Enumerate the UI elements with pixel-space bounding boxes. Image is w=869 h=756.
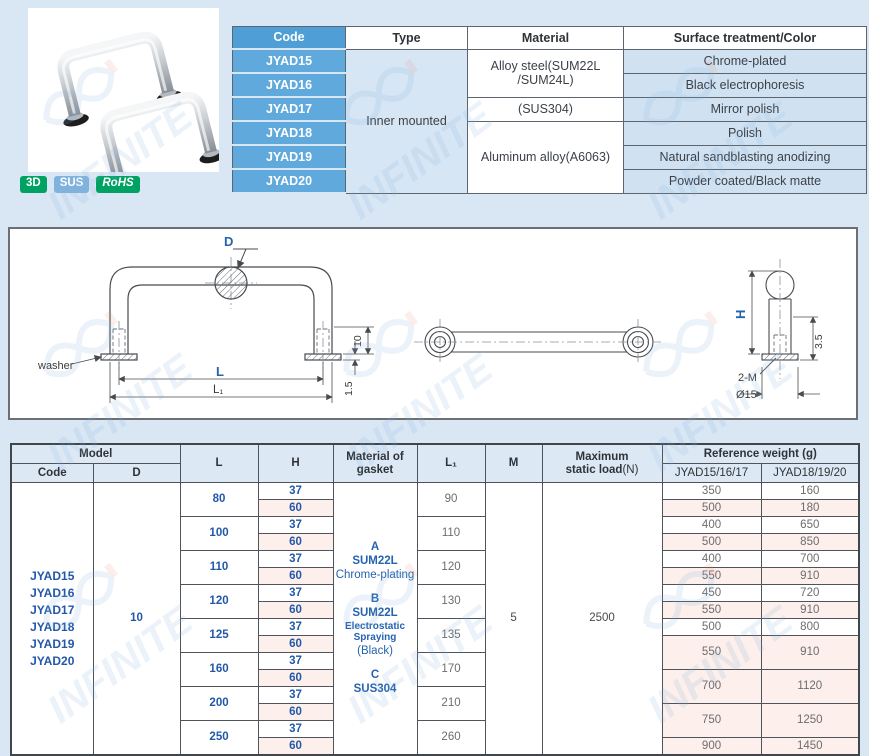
- header-model: Model: [10, 443, 181, 464]
- dim-1-5: 1.5: [343, 381, 355, 396]
- material-alloy-steel: Alloy steel(SUM22L /SUM24L): [467, 48, 624, 98]
- header-l: L: [179, 443, 259, 483]
- header-h: H: [257, 443, 334, 483]
- surface-chrome-plated: Chrome-plated: [623, 48, 867, 74]
- col-header-type: Type: [345, 26, 468, 50]
- col-header-material: Material: [467, 26, 624, 50]
- code-jyad15: JYAD15: [232, 48, 346, 74]
- surface-polish: Polish: [623, 120, 867, 146]
- handle-photo-illustration: [57, 31, 225, 187]
- header-weight-151617: JYAD15/16/17: [661, 463, 762, 483]
- label-washer: washer: [37, 360, 74, 372]
- m-value: 5: [484, 482, 543, 756]
- certification-badges: 3D SUS RoHS: [20, 176, 140, 193]
- header-weight-181920: JYAD18/19/20: [760, 463, 860, 483]
- surface-treatment-table: Code Type Material Surface treatment/Col…: [232, 26, 867, 194]
- label-l: L: [216, 364, 224, 379]
- h-value: 37: [257, 482, 334, 500]
- surface-powder-coated: Powder coated/Black matte: [623, 168, 867, 194]
- material-aluminum: Aluminum alloy(A6063): [467, 120, 624, 194]
- surface-sandblasting: Natural sandblasting anodizing: [623, 144, 867, 170]
- d-value: 10: [92, 482, 181, 756]
- code-jyad17: JYAD17: [232, 96, 346, 122]
- material-sus304: (SUS304): [467, 96, 624, 122]
- weight-2: 160: [760, 482, 860, 500]
- code-jyad20: JYAD20: [232, 168, 346, 194]
- label-dia15: Ø15: [736, 389, 757, 401]
- surface-mirror-polish: Mirror polish: [623, 96, 867, 122]
- code-jyad18: JYAD18: [232, 120, 346, 146]
- dimension-drawing: D 10 1.5 L: [37, 234, 825, 403]
- label-thread: 2-M: [738, 372, 757, 384]
- header-gasket: Material of gasket: [332, 443, 418, 483]
- header-ref-weight: Reference weight (g): [661, 443, 860, 464]
- header-l1: L₁: [416, 443, 486, 483]
- gasket-material: A SUM22L Chrome-plating B SUM22L Electro…: [332, 482, 418, 756]
- technical-drawing: D 10 1.5 L: [8, 227, 858, 420]
- code-jyad19: JYAD19: [232, 144, 346, 170]
- col-header-code: Code: [232, 26, 346, 50]
- dim-10: 10: [352, 335, 364, 347]
- code-jyad16: JYAD16: [232, 72, 346, 98]
- header-m: M: [484, 443, 543, 483]
- max-load-value: 2500: [541, 482, 663, 756]
- header-code: Code: [10, 463, 94, 483]
- badge-sus: SUS: [53, 176, 90, 193]
- label-l1: L₁: [213, 384, 223, 396]
- l1-value: 90: [416, 482, 486, 517]
- dimension-spec-table: Model L H Material of gasket L₁ M Maximu…: [10, 443, 861, 756]
- col-header-surface: Surface treatment/Color: [623, 26, 867, 50]
- label-h: H: [733, 310, 748, 319]
- header-d: D: [92, 463, 181, 483]
- table-row: JYAD15 Inner mounted Alloy steel(SUM22L …: [232, 48, 867, 194]
- dim-3-5: 3.5: [813, 334, 825, 349]
- l-value: 80: [179, 482, 259, 517]
- table-row: JYAD18 Aluminum alloy(A6063) Polish: [232, 120, 867, 194]
- table-row: JYAD17 (SUS304) Mirror polish: [232, 96, 867, 122]
- surface-black-electrophoresis: Black electrophoresis: [623, 72, 867, 98]
- badge-3d: 3D: [20, 176, 47, 193]
- label-d: D: [224, 234, 233, 249]
- badge-rohs: RoHS: [96, 176, 140, 193]
- type-value: Inner mounted: [345, 48, 468, 194]
- product-photo: [28, 8, 225, 187]
- weight-1: 350: [661, 482, 762, 500]
